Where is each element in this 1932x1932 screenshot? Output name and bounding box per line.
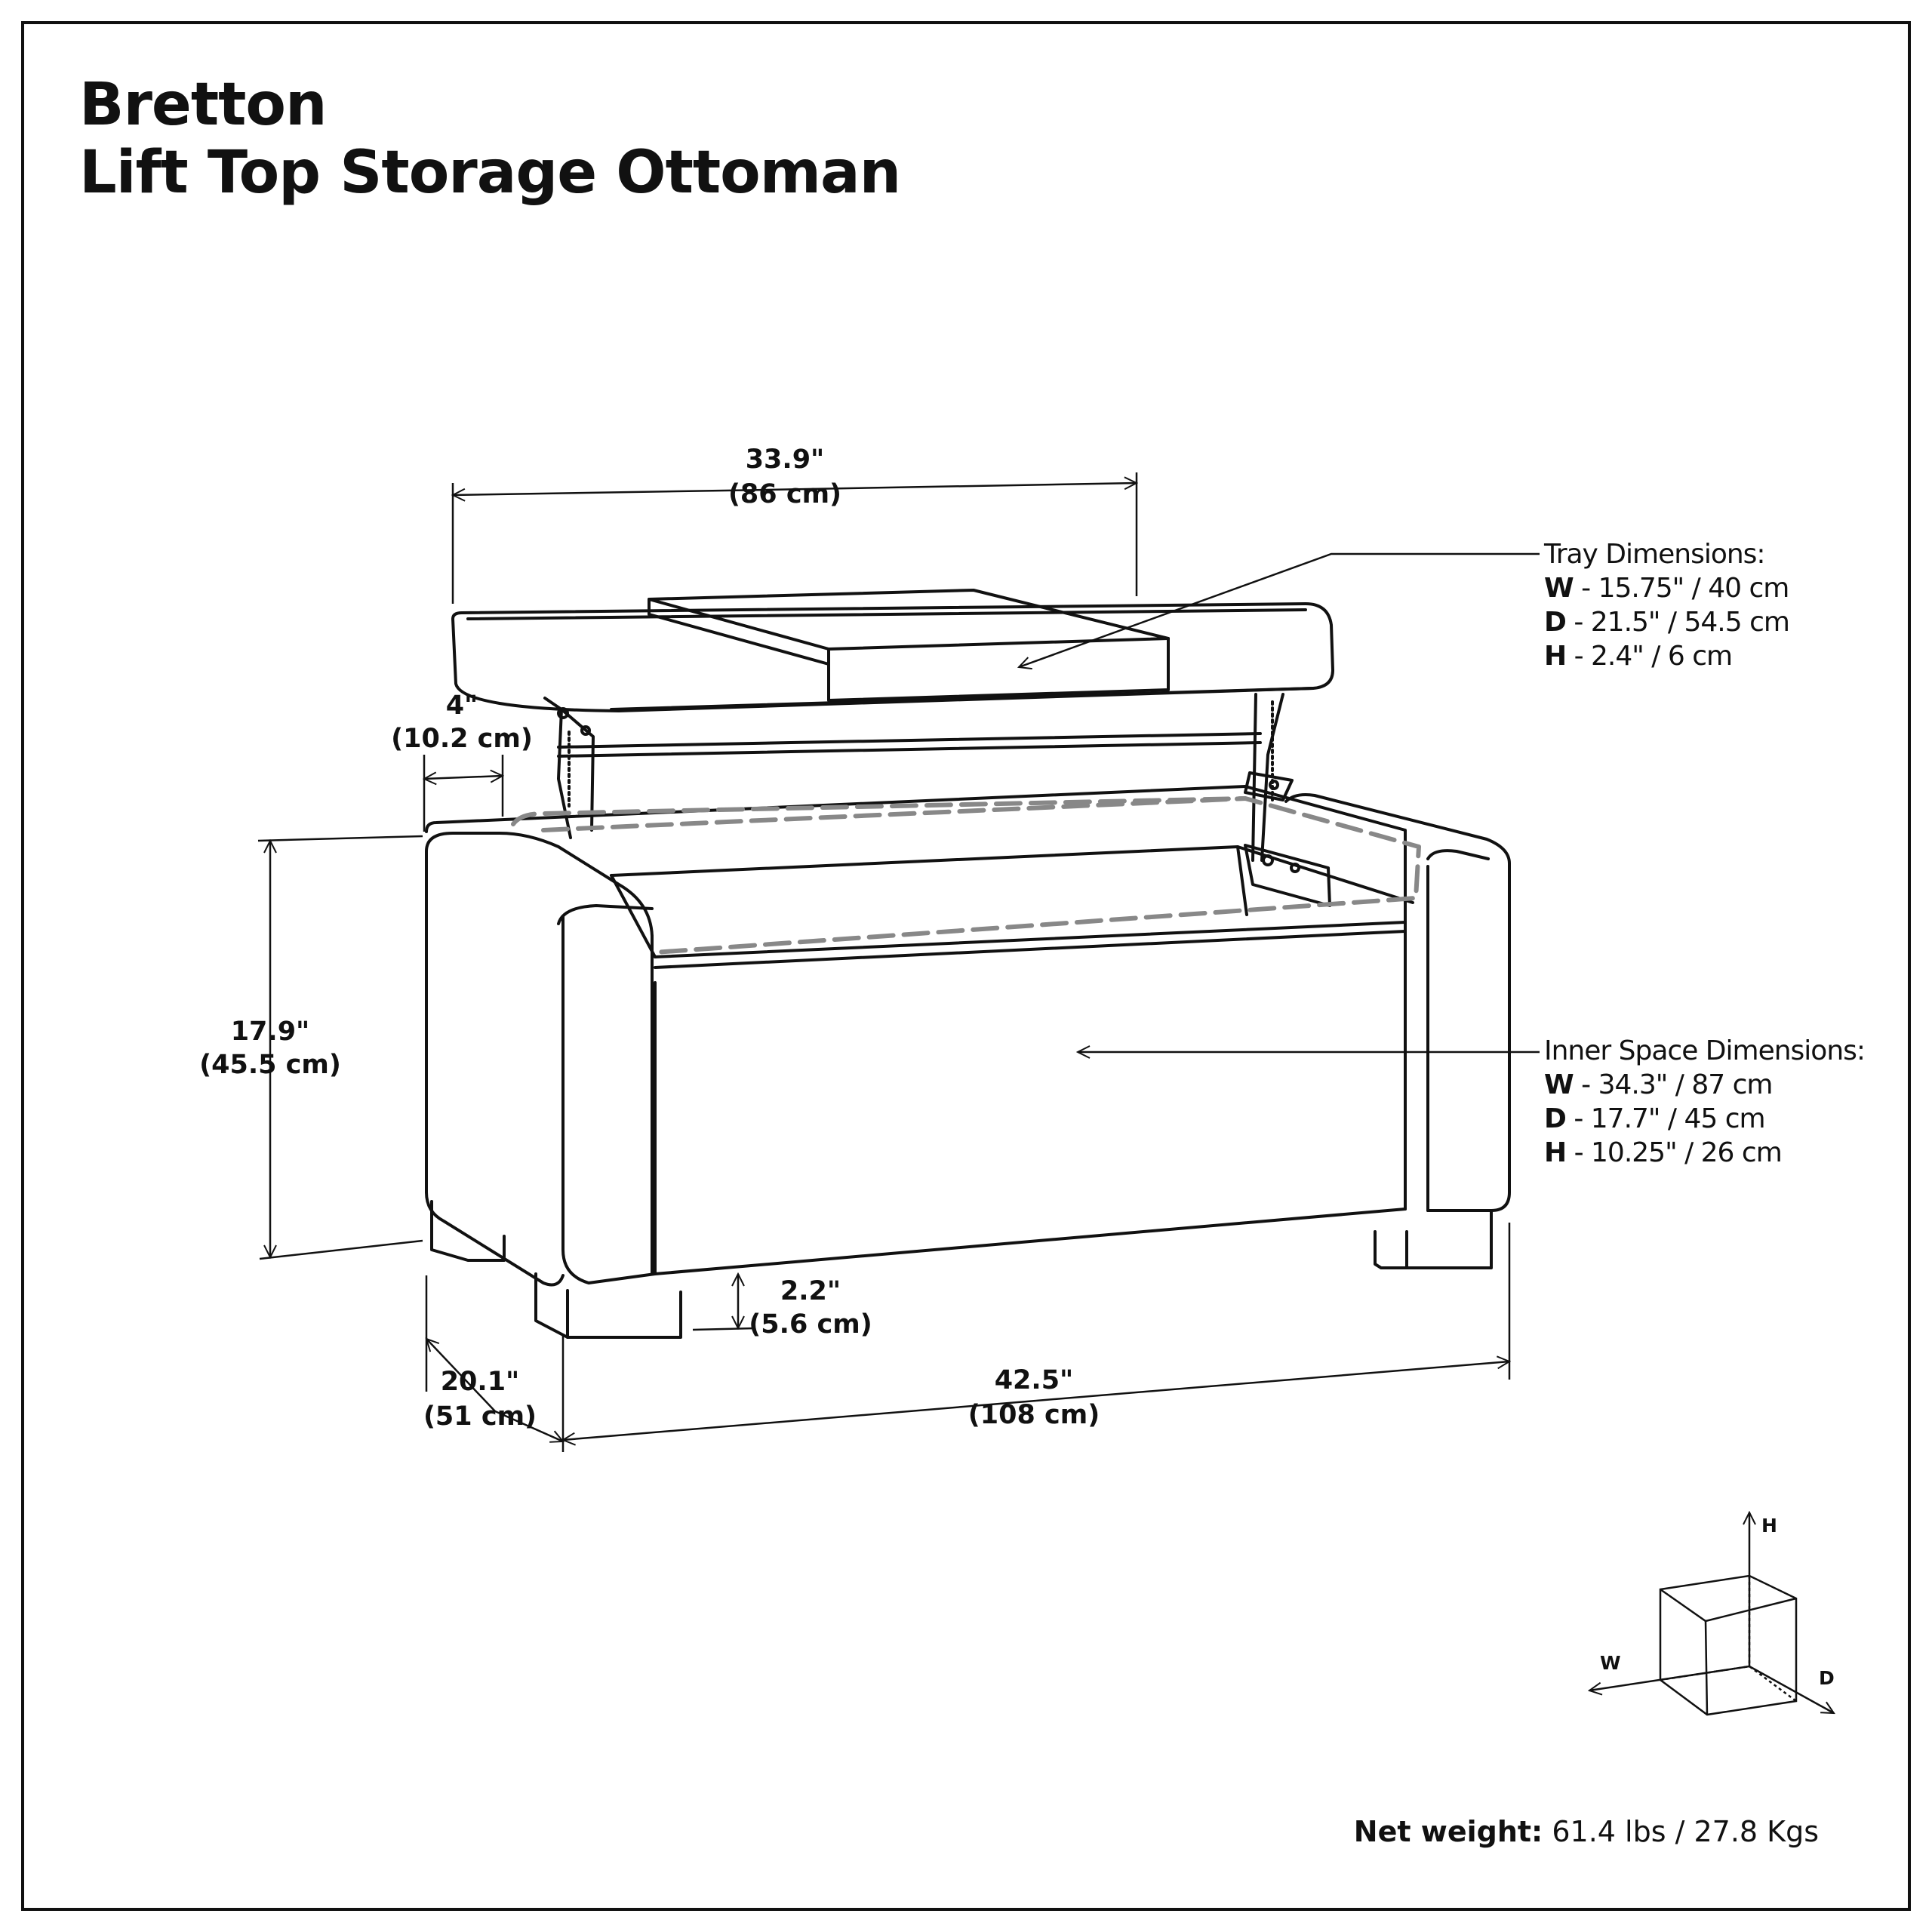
lift-hinge-left bbox=[543, 697, 595, 839]
serving-tray bbox=[648, 589, 1170, 702]
height-imperial: 17.9" bbox=[231, 1017, 310, 1047]
axis-label-w: W bbox=[1600, 1652, 1621, 1674]
width-metric: (108 cm) bbox=[968, 1400, 1100, 1430]
height-metric: (45.5 cm) bbox=[199, 1050, 341, 1080]
leg-height-imperial: 2.2" bbox=[780, 1276, 841, 1306]
right-arm bbox=[1284, 793, 1511, 1212]
lift-top-lid bbox=[451, 602, 1334, 712]
arm-width-imperial: 4" bbox=[446, 691, 478, 721]
inner-heading: Inner Space Dimensions: bbox=[1544, 1035, 1866, 1066]
arm-width-metric: (10.2 cm) bbox=[391, 724, 533, 754]
top-width-metric: (86 cm) bbox=[728, 479, 841, 509]
axis-label-h: H bbox=[1761, 1515, 1777, 1537]
net-weight-value: 61.4 lbs / 27.8 Kgs bbox=[1543, 1815, 1819, 1848]
width-dimension bbox=[563, 1223, 1509, 1440]
depth-metric: (51 cm) bbox=[423, 1401, 537, 1432]
leg-height-metric: (5.6 cm) bbox=[749, 1309, 872, 1340]
brand-title: Bretton bbox=[79, 71, 328, 139]
inner-space-outline bbox=[541, 796, 1421, 955]
leg-height-dimension bbox=[692, 1274, 755, 1331]
width-imperial: 42.5" bbox=[995, 1365, 1074, 1395]
top-width-dimension bbox=[453, 472, 1137, 604]
net-weight-label: Net weight: bbox=[1353, 1815, 1543, 1848]
tray-dimensions: Tray Dimensions: W - 15.75" / 40 cm D - … bbox=[1544, 537, 1790, 673]
height-dimension bbox=[257, 835, 423, 1260]
tray-callout-line bbox=[1019, 552, 1540, 667]
product-title: Lift Top Storage Ottoman bbox=[79, 139, 901, 207]
depth-imperial: 20.1" bbox=[441, 1367, 520, 1397]
left-arm bbox=[425, 832, 657, 1287]
axis-label-d: D bbox=[1819, 1667, 1835, 1689]
tray-heading: Tray Dimensions: bbox=[1544, 539, 1766, 570]
tray-height-row: H - 2.4" / 6 cm bbox=[1544, 641, 1733, 672]
inner-height-row: H - 10.25" / 26 cm bbox=[1544, 1137, 1783, 1168]
tray-depth-row: D - 21.5" / 54.5 cm bbox=[1544, 607, 1790, 638]
axis-key: H W D bbox=[1589, 1512, 1835, 1716]
ottoman-body bbox=[425, 785, 1414, 1275]
inner-width-row: W - 34.3" / 87 cm bbox=[1544, 1069, 1773, 1100]
arm-width-dimension bbox=[424, 755, 503, 832]
inner-depth-row: D - 17.7" / 45 cm bbox=[1544, 1103, 1766, 1134]
border-frame bbox=[21, 21, 1911, 1911]
legs bbox=[430, 1200, 1493, 1339]
inner-space-dimensions: Inner Space Dimensions: W - 34.3" / 87 c… bbox=[1544, 1034, 1866, 1170]
lift-rod bbox=[557, 732, 1262, 758]
top-width-imperial: 33.9" bbox=[746, 445, 825, 475]
net-weight: Net weight: 61.4 lbs / 27.8 Kgs bbox=[1354, 1815, 1819, 1848]
tray-width-row: W - 15.75" / 40 cm bbox=[1544, 573, 1789, 604]
